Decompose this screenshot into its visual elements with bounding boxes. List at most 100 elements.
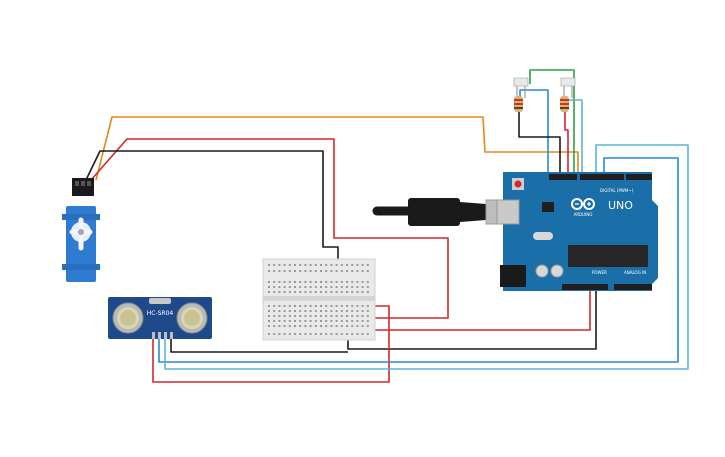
breadboard-hole bbox=[320, 291, 322, 293]
resistor-left[interactable] bbox=[514, 96, 523, 112]
breadboard-hole bbox=[283, 333, 286, 335]
breadboard-hole bbox=[325, 325, 328, 327]
breadboard-hole bbox=[320, 325, 322, 327]
breadboard[interactable] bbox=[262, 258, 376, 341]
breadboard-hole bbox=[356, 305, 359, 307]
breadboard-hole bbox=[314, 305, 317, 307]
breadboard-hole bbox=[361, 264, 364, 266]
breadboard-hole bbox=[361, 286, 364, 288]
breadboard-hole bbox=[335, 264, 338, 266]
breadboard-hole bbox=[278, 320, 281, 322]
breadboard-hole bbox=[283, 310, 286, 312]
breadboard-hole bbox=[299, 325, 302, 327]
breadboard-hole bbox=[361, 310, 364, 312]
wire-black-sensor-gnd[interactable] bbox=[170, 338, 348, 353]
breadboard-hole bbox=[273, 286, 276, 288]
breadboard-hole bbox=[294, 270, 296, 272]
breadboard-hole bbox=[330, 305, 333, 307]
breadboard-hole bbox=[309, 281, 312, 283]
breadboard-hole bbox=[356, 264, 359, 266]
wire-cyan-sensor-echo[interactable] bbox=[164, 144, 689, 370]
servo-motor[interactable] bbox=[62, 178, 100, 282]
breadboard-hole bbox=[314, 264, 317, 266]
arduino-uno-label: UNO bbox=[608, 199, 633, 212]
wire-black-ground-rail[interactable] bbox=[347, 290, 597, 350]
breadboard-hole bbox=[299, 291, 302, 293]
breadboard-hole bbox=[366, 315, 369, 317]
breadboard-hole bbox=[304, 333, 307, 335]
breadboard-hole bbox=[299, 310, 302, 312]
breadboard-hole bbox=[356, 281, 359, 283]
breadboard-hole bbox=[325, 286, 328, 288]
breadboard-hole bbox=[268, 325, 270, 327]
wire-orange-servo-signal[interactable] bbox=[95, 116, 579, 181]
breadboard-hole bbox=[340, 291, 343, 293]
wire-red-5v-rail[interactable] bbox=[367, 290, 591, 331]
breadboard-hole bbox=[356, 333, 359, 335]
breadboard-hole bbox=[273, 281, 276, 283]
wire-blue-led[interactable] bbox=[519, 89, 549, 178]
breadboard-hole bbox=[346, 291, 348, 293]
breadboard-hole bbox=[346, 310, 348, 312]
breadboard-hole bbox=[299, 270, 302, 272]
breadboard-hole bbox=[278, 310, 281, 312]
breadboard-hole bbox=[340, 325, 343, 327]
breadboard-hole bbox=[330, 270, 333, 272]
breadboard-hole bbox=[304, 325, 307, 327]
breadboard-hole bbox=[366, 305, 369, 307]
breadboard-hole bbox=[304, 305, 307, 307]
breadboard-hole bbox=[361, 291, 364, 293]
breadboard-hole bbox=[283, 291, 286, 293]
breadboard-hole bbox=[278, 305, 281, 307]
breadboard-hole bbox=[294, 264, 296, 266]
ultrasonic-sensor[interactable]: HC-SR04 bbox=[108, 297, 212, 339]
breadboard-hole bbox=[283, 320, 286, 322]
wire-red-servo-power[interactable] bbox=[90, 138, 449, 319]
breadboard-hole bbox=[346, 264, 348, 266]
breadboard-hole bbox=[340, 333, 343, 335]
breadboard-hole bbox=[268, 286, 270, 288]
breadboard-hole bbox=[273, 320, 276, 322]
breadboard-hole bbox=[346, 333, 348, 335]
breadboard-hole bbox=[366, 270, 369, 272]
wire-cyan-led[interactable] bbox=[564, 99, 583, 178]
arduino-brand-label: ARDUINO bbox=[574, 212, 593, 217]
breadboard-hole bbox=[340, 320, 343, 322]
breadboard-hole bbox=[346, 325, 348, 327]
breadboard-hole bbox=[335, 325, 338, 327]
breadboard-hole bbox=[335, 315, 338, 317]
breadboard-hole bbox=[335, 320, 338, 322]
breadboard-hole bbox=[283, 270, 286, 272]
breadboard-hole bbox=[361, 325, 364, 327]
led-right[interactable] bbox=[560, 77, 576, 98]
wire-black-led-gnd[interactable] bbox=[518, 112, 561, 178]
breadboard-hole bbox=[351, 270, 354, 272]
breadboard-hole bbox=[288, 286, 291, 288]
breadboard-hole bbox=[268, 320, 270, 322]
arduino-uno[interactable]: ARDUINO UNO DIGITAL (PWM~) POWER ANALOG … bbox=[496, 172, 658, 291]
breadboard-hole bbox=[340, 270, 343, 272]
breadboard-hole bbox=[309, 270, 312, 272]
breadboard-hole bbox=[330, 325, 333, 327]
breadboard-hole bbox=[294, 286, 296, 288]
breadboard-hole bbox=[330, 310, 333, 312]
breadboard-hole bbox=[356, 270, 359, 272]
breadboard-hole bbox=[361, 281, 364, 283]
wire-green-led[interactable] bbox=[529, 69, 575, 178]
resistor-right[interactable] bbox=[560, 96, 569, 112]
breadboard-hole bbox=[366, 264, 369, 266]
breadboard-hole bbox=[325, 305, 328, 307]
led-left[interactable] bbox=[513, 77, 529, 98]
breadboard-hole bbox=[335, 333, 338, 335]
breadboard-hole bbox=[325, 264, 328, 266]
breadboard-hole bbox=[361, 270, 364, 272]
breadboard-hole bbox=[330, 315, 333, 317]
breadboard-hole bbox=[294, 333, 296, 335]
breadboard-hole bbox=[366, 325, 369, 327]
breadboard-hole bbox=[294, 305, 296, 307]
wire-red-led[interactable] bbox=[564, 112, 569, 178]
breadboard-hole bbox=[288, 270, 291, 272]
wire-blue-sensor-trig[interactable] bbox=[158, 157, 679, 363]
breadboard-hole bbox=[299, 286, 302, 288]
wire-red-sensor-vcc[interactable] bbox=[152, 305, 390, 383]
